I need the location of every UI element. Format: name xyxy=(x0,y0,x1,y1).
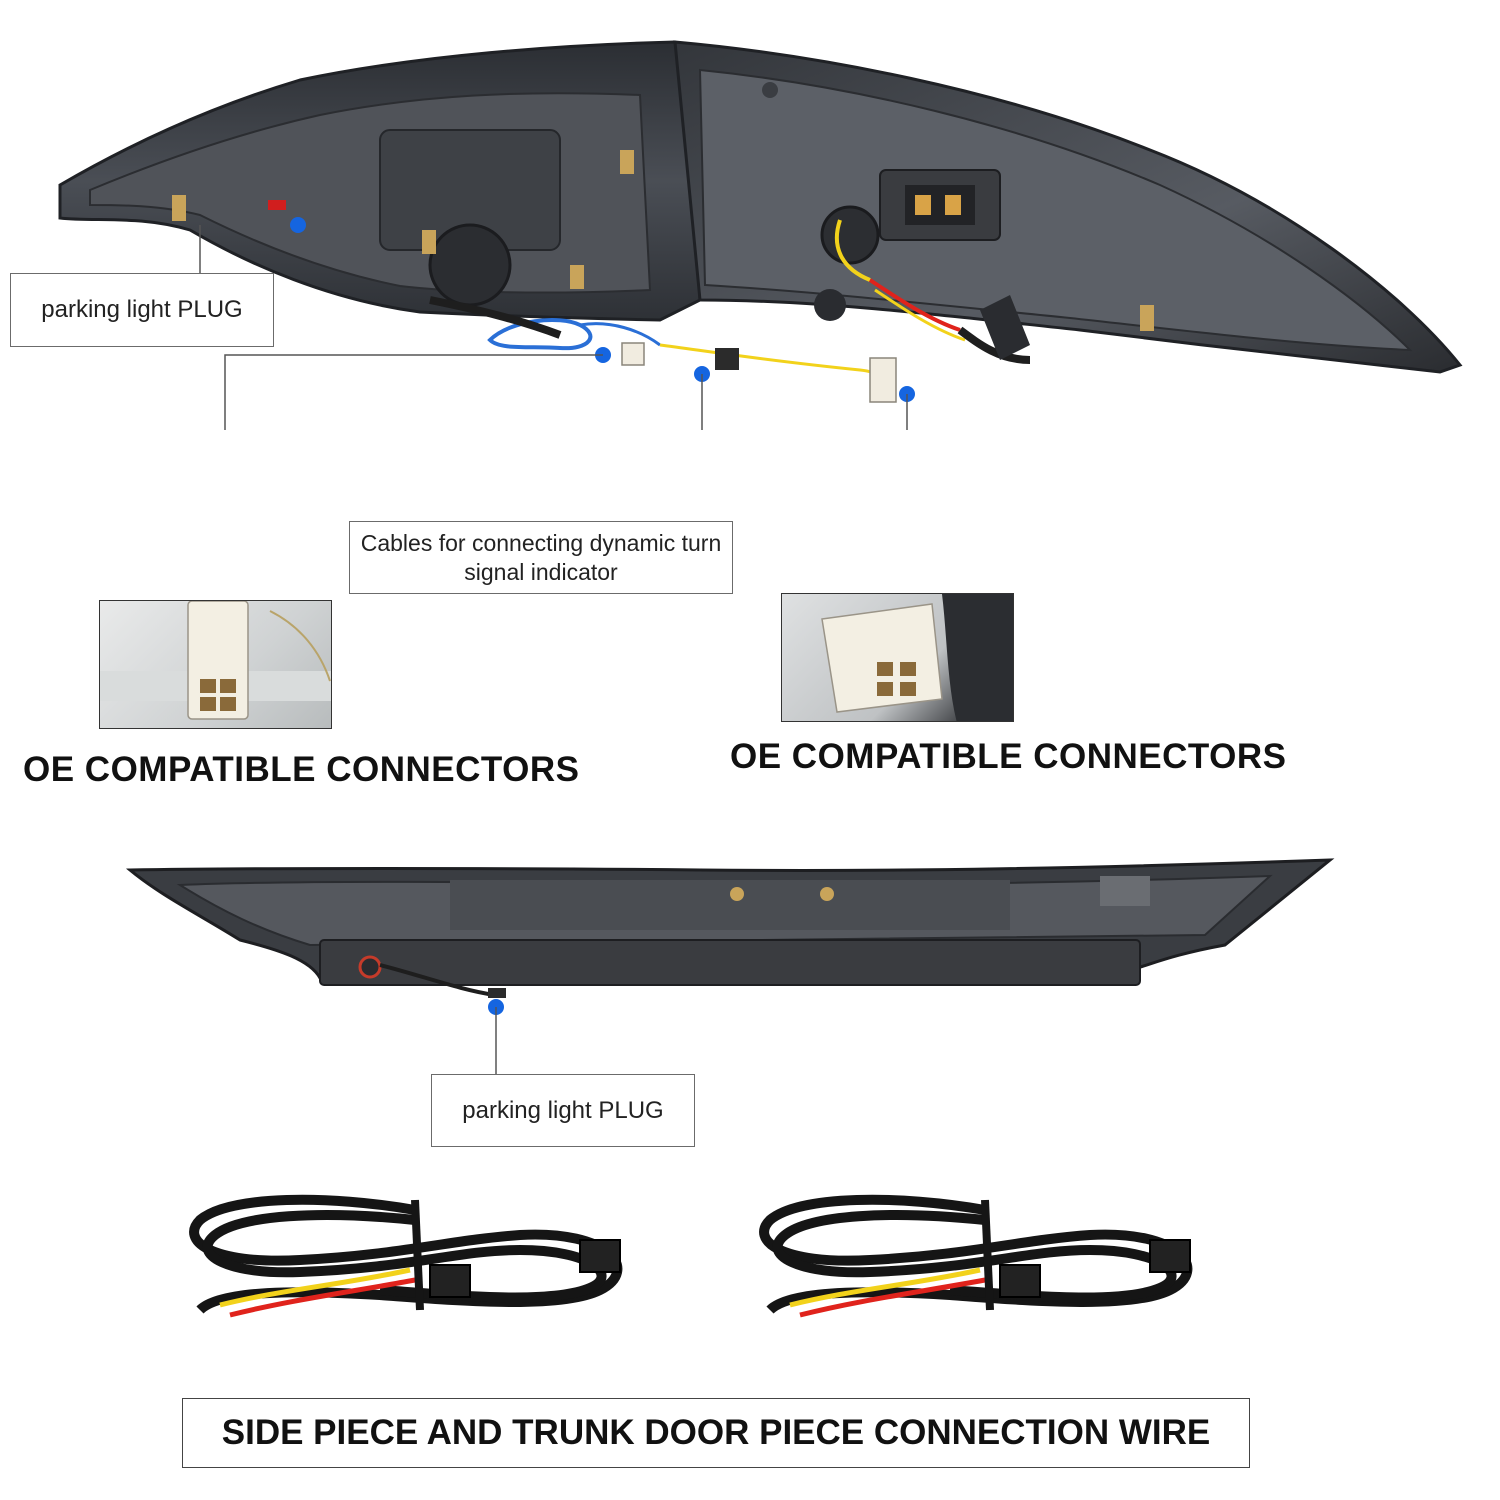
connector-photo-left xyxy=(99,600,332,729)
white-connector-icon xyxy=(821,594,1013,721)
marker-dot xyxy=(290,217,306,233)
connection-wire-title: SIDE PIECE AND TRUNK DOOR PIECE CONNECTI… xyxy=(182,1398,1250,1468)
trunk-lamp-illustration xyxy=(125,858,1335,1074)
dynamic-turn-signal-cables-label: Cables for connecting dynamic turn signa… xyxy=(349,521,733,594)
white-connector-icon xyxy=(100,601,331,720)
oe-connectors-heading-right: OE COMPATIBLE CONNECTORS xyxy=(730,737,1287,776)
connector-photo-right xyxy=(781,593,1014,722)
parking-light-plug-label-top: parking light PLUG xyxy=(10,273,274,347)
oe-connectors-heading-left: OE COMPATIBLE CONNECTORS xyxy=(23,750,580,789)
wire-harness-left xyxy=(189,1194,623,1318)
tail-lamp-illustration xyxy=(58,40,1463,430)
parking-light-plug-label-bottom: parking light PLUG xyxy=(431,1074,695,1147)
wire-harness-illustration xyxy=(189,1194,1193,1318)
wire-harness-right xyxy=(759,1194,1193,1318)
